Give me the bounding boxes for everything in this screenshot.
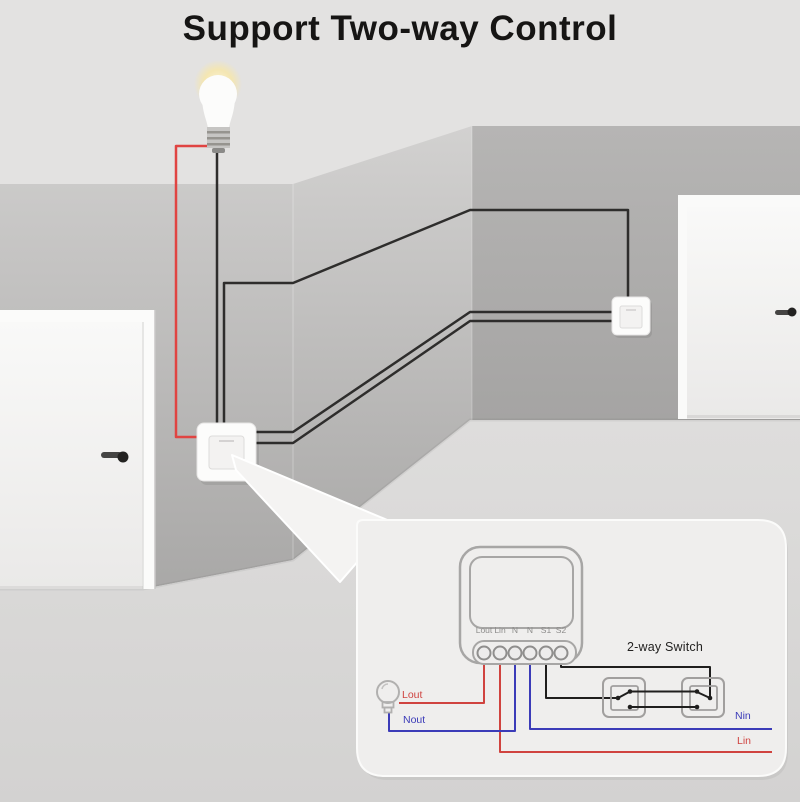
zoom-beam [231, 454, 393, 583]
traveler-wire-2 [256, 319, 613, 445]
switch-symbol-1 [602, 677, 646, 718]
terminal-lout [476, 645, 492, 661]
left-door [0, 310, 156, 589]
live-wire [174, 144, 215, 439]
scene-wires [174, 144, 630, 445]
nout-wire [388, 658, 516, 732]
lin-wire [499, 658, 772, 753]
bulb-icon [376, 680, 400, 714]
terminal-s2 [553, 645, 569, 661]
terminal-lin [492, 645, 508, 661]
switch-levers-travelers [617, 690, 711, 708]
lout-wire [399, 658, 485, 704]
two-way-switch-symbols [602, 677, 725, 718]
door-handle-icon [101, 451, 129, 463]
s1-wire [545, 658, 616, 699]
angled-wall [293, 126, 472, 560]
door-handle-icon [775, 307, 797, 317]
terminal-s1 [538, 645, 554, 661]
right-door [678, 195, 800, 419]
switch-link-wire [222, 208, 630, 424]
switch-symbol-2 [681, 677, 725, 718]
nin-wire [529, 658, 772, 730]
contact-dots [615, 689, 713, 710]
wall-switch-2 [611, 296, 652, 338]
traveler-wire-1 [256, 310, 613, 434]
terminal-n1 [507, 645, 523, 661]
terminal-strip [472, 640, 577, 665]
light-bulb-icon [199, 75, 237, 153]
terminal-n2 [522, 645, 538, 661]
